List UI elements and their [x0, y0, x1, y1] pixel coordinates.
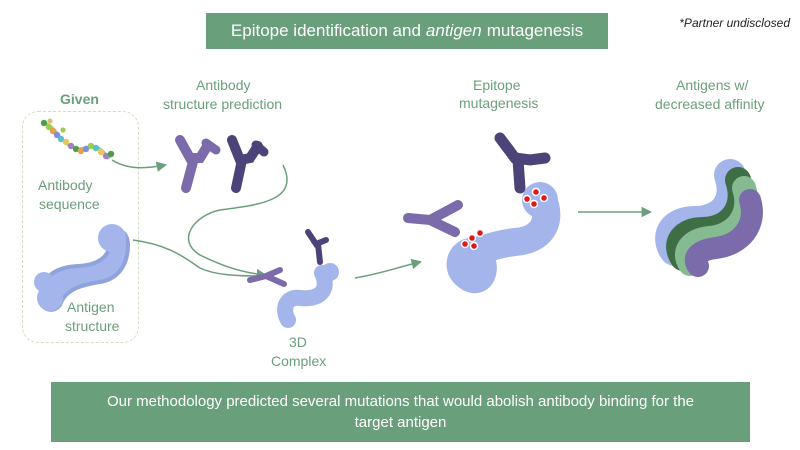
epitope-label-line1: Epitope — [473, 77, 521, 93]
arrow-prediction-to-complex — [187, 164, 288, 280]
antibody-sequence-icon — [40, 118, 115, 160]
complex-label-line2: Complex — [271, 353, 327, 369]
complex-label-line1: 3D — [289, 334, 307, 350]
antigens-label-line2: decreased affinity — [655, 96, 765, 112]
antigen-structure-icon — [34, 224, 130, 312]
antigen-structure-label-line1: Antigen — [67, 299, 115, 315]
arrow-complex-to-epitope — [354, 258, 423, 279]
antibody-prediction-label-line1: Antibody — [196, 77, 251, 93]
antibody-sequence-label-line2: sequence — [39, 196, 100, 212]
arrow-sequence-to-prediction — [111, 159, 168, 172]
title-suffix: mutagenesis — [486, 21, 584, 40]
antigen-structure-label-line2: structure — [65, 318, 120, 334]
antibody-sequence-label-line1: Antibody — [38, 177, 93, 193]
given-box — [22, 111, 139, 343]
antibody-prediction-label-line2: structure prediction — [163, 96, 283, 112]
epitope-label-line2: mutagenesis — [459, 95, 539, 111]
arrow-antigen-to-complex — [132, 239, 263, 277]
antigens-label-line1: Antigens w/ — [676, 77, 749, 93]
title-prefix: Epitope identification and — [230, 21, 421, 40]
given-label: Given — [60, 91, 99, 107]
antibody-prediction-light-icon — [175, 135, 221, 193]
epitope-mutagenesis-icon — [403, 132, 561, 294]
conclusion-banner: Our methodology predicted several mutati… — [51, 382, 750, 442]
antibody-prediction-dark-icon — [227, 135, 269, 193]
partner-note: *Partner undisclosed — [679, 16, 790, 30]
title-emphasis: antigen — [425, 21, 482, 40]
antigen-variants-icon — [655, 159, 763, 277]
complex-3d-icon — [247, 229, 339, 328]
title-banner: Epitope identification and antigen mutag… — [206, 13, 608, 49]
